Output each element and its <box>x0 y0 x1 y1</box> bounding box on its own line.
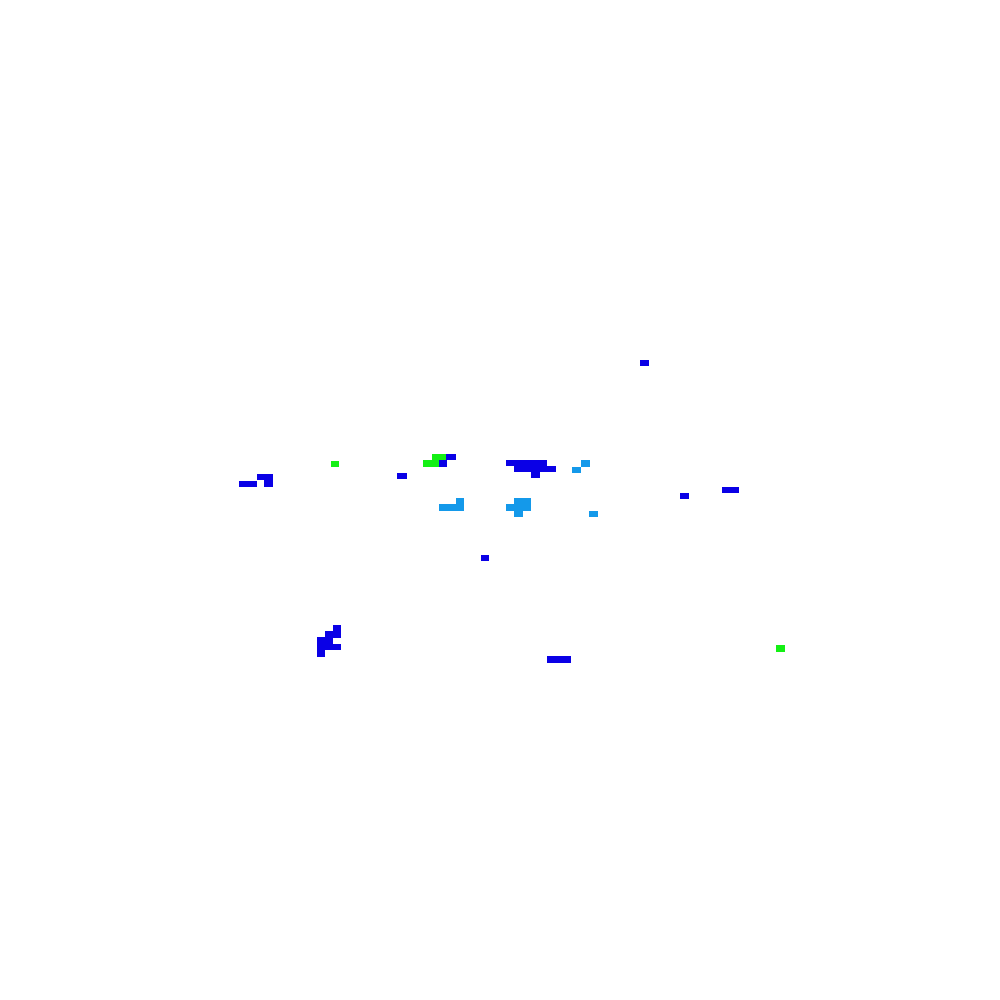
map-cell-blue <box>514 466 556 472</box>
map-cell-blue <box>325 631 341 638</box>
map-cell-blue <box>547 656 571 663</box>
map-cell-lightblue <box>514 498 531 504</box>
map-cell-blue <box>257 474 273 480</box>
map-cell-blue <box>722 487 739 493</box>
map-cell-blue <box>531 472 540 478</box>
map-cell-blue <box>333 625 341 631</box>
cells-layer <box>239 360 785 663</box>
map-cell-blue <box>446 454 456 460</box>
map-cell-lightblue <box>589 511 598 517</box>
map-cell-blue <box>640 360 649 366</box>
map-cell-lightblue <box>506 504 531 511</box>
map-cell-blue <box>481 555 489 561</box>
map-cell-blue <box>680 493 689 499</box>
map-cell-lightblue <box>439 504 464 511</box>
map-cell-green <box>331 461 339 467</box>
map-cell-green <box>423 460 439 467</box>
map-cell-lightblue <box>572 467 581 473</box>
map-cell-blue <box>317 644 341 650</box>
map-cell-green <box>776 645 785 652</box>
map-cell-blue <box>506 460 547 466</box>
map-cell-blue <box>439 460 447 467</box>
map-cell-lightblue <box>514 510 523 517</box>
map-cell-blue <box>317 650 325 657</box>
map-cell-blue <box>239 481 257 487</box>
map-cell-green <box>432 454 447 460</box>
map-cell-lightblue <box>456 498 464 504</box>
map-cell-blue <box>397 473 407 479</box>
map-cell-blue <box>317 637 333 644</box>
map-cell-blue <box>264 480 273 487</box>
map-cell-lightblue <box>581 460 590 467</box>
